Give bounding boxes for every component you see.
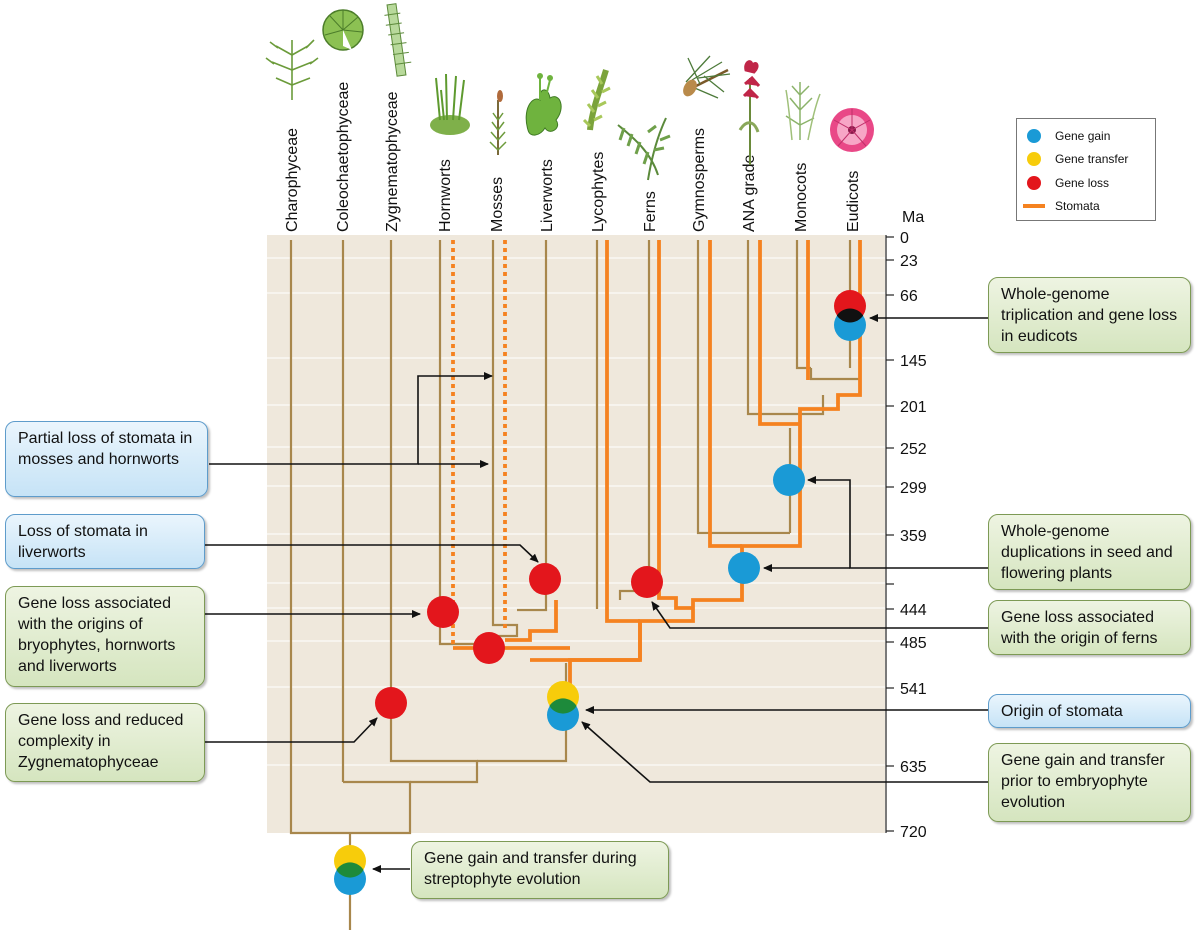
legend-label: Gene loss bbox=[1055, 176, 1110, 190]
marker-eudicot-wgt bbox=[834, 290, 866, 341]
axis-tick-label: 66 bbox=[900, 288, 918, 305]
plant-illustrations bbox=[265, 3, 874, 181]
pine-icon bbox=[683, 55, 731, 99]
legend-label: Gene transfer bbox=[1055, 152, 1129, 166]
stomata-swatch bbox=[1023, 204, 1045, 208]
charophyceae-icon bbox=[265, 39, 319, 100]
gene-gain-swatch bbox=[1027, 129, 1041, 143]
stomata-lycophytes bbox=[605, 240, 640, 623]
taxon-label-mosses: Mosses bbox=[489, 177, 506, 232]
axis-tick-label: 145 bbox=[900, 353, 927, 370]
legend-item-gene-gain: Gene gain bbox=[1027, 127, 1110, 145]
axis-tick-label: 720 bbox=[900, 824, 927, 841]
callout-wgd-seed-flowering: Whole-genome duplications in seed and fl… bbox=[988, 514, 1191, 590]
stomata-branches bbox=[451, 240, 862, 705]
stomata-gymnosperms bbox=[708, 240, 742, 548]
taxon-label-lycophytes: Lycophytes bbox=[590, 152, 607, 232]
liverwort-icon bbox=[525, 73, 562, 136]
stomata-liverworts-stub bbox=[505, 600, 558, 642]
hornwort-icon bbox=[430, 73, 470, 135]
legend: Gene gain Gene transfer Gene loss Stomat… bbox=[1016, 118, 1156, 221]
branch-mosses bbox=[489, 240, 519, 638]
branch-gymnosperms bbox=[696, 240, 790, 535]
branch-hornworts bbox=[438, 240, 489, 646]
lycophyte-icon bbox=[582, 69, 611, 131]
taxon-label-coleochaetophyceae: Coleochaetophyceae bbox=[335, 82, 352, 232]
callout-liverwort-stomata-loss: Loss of stomata in liverworts bbox=[5, 514, 205, 569]
legend-item-gene-loss: Gene loss bbox=[1027, 174, 1109, 192]
axis-tick-label: 359 bbox=[900, 528, 927, 545]
branch-ana bbox=[746, 240, 825, 416]
branch-liverworts bbox=[517, 240, 548, 612]
callout-zygnema-gene-loss: Gene loss and reduced complexity in Zygn… bbox=[5, 703, 205, 782]
arrow-zygnema-loss bbox=[205, 717, 378, 743]
callout-stomata-origin: Origin of stomata bbox=[988, 694, 1191, 728]
legend-label: Stomata bbox=[1055, 199, 1100, 213]
arrow-wgd-angiosperm bbox=[807, 476, 988, 569]
stomata-ferns bbox=[657, 240, 693, 610]
taxon-label-ana-grade: ANA grade bbox=[741, 155, 758, 232]
marker-embryophyte-gain-transfer bbox=[547, 681, 579, 731]
marker-streptophyte-gain-transfer bbox=[334, 845, 366, 895]
callout-bryophyte-gene-loss: Gene loss associated with the origins of… bbox=[5, 586, 205, 687]
eudicot-flower-icon bbox=[830, 108, 874, 152]
arrow-liverwort-loss bbox=[205, 544, 539, 563]
legend-item-stomata: Stomata bbox=[1023, 197, 1100, 215]
callout-embryophyte-gain-transfer: Gene gain and transfer prior to embryoph… bbox=[988, 743, 1191, 822]
marker-hornwort-loss bbox=[427, 596, 459, 628]
grass-icon bbox=[785, 82, 821, 141]
callout-arrows bbox=[205, 314, 988, 873]
marker-moss-loss bbox=[473, 632, 505, 664]
axis-unit: Ma bbox=[902, 209, 924, 226]
stomata-ana bbox=[758, 240, 800, 426]
legend-label: Gene gain bbox=[1055, 129, 1111, 143]
marker-wgd-seed-plants bbox=[728, 552, 760, 584]
taxon-label-liverworts: Liverworts bbox=[539, 159, 556, 232]
event-markers bbox=[334, 290, 866, 895]
taxon-label-hornworts: Hornworts bbox=[437, 159, 454, 232]
axis-tick-label: 444 bbox=[900, 602, 927, 619]
time-axis: Ma 0 23 66 145 201 252 299 359 444 485 541 635 720 bbox=[885, 209, 927, 841]
taxon-label-eudicots: Eudicots bbox=[845, 171, 862, 232]
gene-loss-swatch bbox=[1027, 176, 1041, 190]
marker-liverwort-loss bbox=[529, 563, 561, 595]
taxon-label-ferns: Ferns bbox=[642, 191, 659, 232]
callout-partial-loss-stomata: Partial loss of stomata in mosses and ho… bbox=[5, 421, 208, 497]
gridlines bbox=[267, 257, 885, 766]
axis-tick-label: 635 bbox=[900, 759, 927, 776]
gene-transfer-swatch bbox=[1027, 152, 1041, 166]
taxon-label-monocots: Monocots bbox=[793, 163, 810, 232]
axis-tick-label: 252 bbox=[900, 441, 927, 458]
taxon-label-charophyceae: Charophyceae bbox=[284, 128, 301, 232]
callout-fern-gene-loss: Gene loss associated with the origin of … bbox=[988, 600, 1191, 655]
moss-icon bbox=[489, 90, 507, 155]
legend-item-gene-transfer: Gene transfer bbox=[1027, 150, 1128, 168]
taxon-label-zygnematophyceae: Zygnematophyceae bbox=[384, 91, 401, 232]
callout-wgt-eudicots: Whole-genome triplication and gene loss … bbox=[988, 277, 1191, 353]
coleochaete-icon bbox=[322, 9, 364, 51]
axis-tick-label: 299 bbox=[900, 480, 927, 497]
axis-tick-label: 485 bbox=[900, 635, 927, 652]
axis-tick-label: 0 bbox=[900, 230, 909, 247]
axis-tick-label: 201 bbox=[900, 399, 927, 416]
axis-tick-label: 23 bbox=[900, 253, 918, 270]
marker-zygnema-loss bbox=[375, 687, 407, 719]
marker-fern-loss bbox=[631, 566, 663, 598]
arrow-fern-loss bbox=[651, 601, 988, 629]
callout-streptophyte-gain-transfer: Gene gain and transfer during streptophy… bbox=[411, 841, 669, 899]
axis-tick-label: 541 bbox=[900, 681, 927, 698]
ana-flower-icon bbox=[738, 60, 761, 165]
branch-charophyceae bbox=[289, 240, 412, 835]
arrow-embryophyte-gain bbox=[581, 721, 988, 783]
arrow-partial-loss-upper bbox=[209, 372, 493, 465]
taxon-labels: Charophyceae Coleochaetophyceae Zygnematop… bbox=[284, 82, 862, 232]
marker-wgd-angiosperms bbox=[773, 464, 805, 496]
fern-icon bbox=[617, 117, 671, 181]
zygnema-icon bbox=[384, 3, 412, 77]
taxon-label-gymnosperms: Gymnosperms bbox=[691, 128, 708, 232]
